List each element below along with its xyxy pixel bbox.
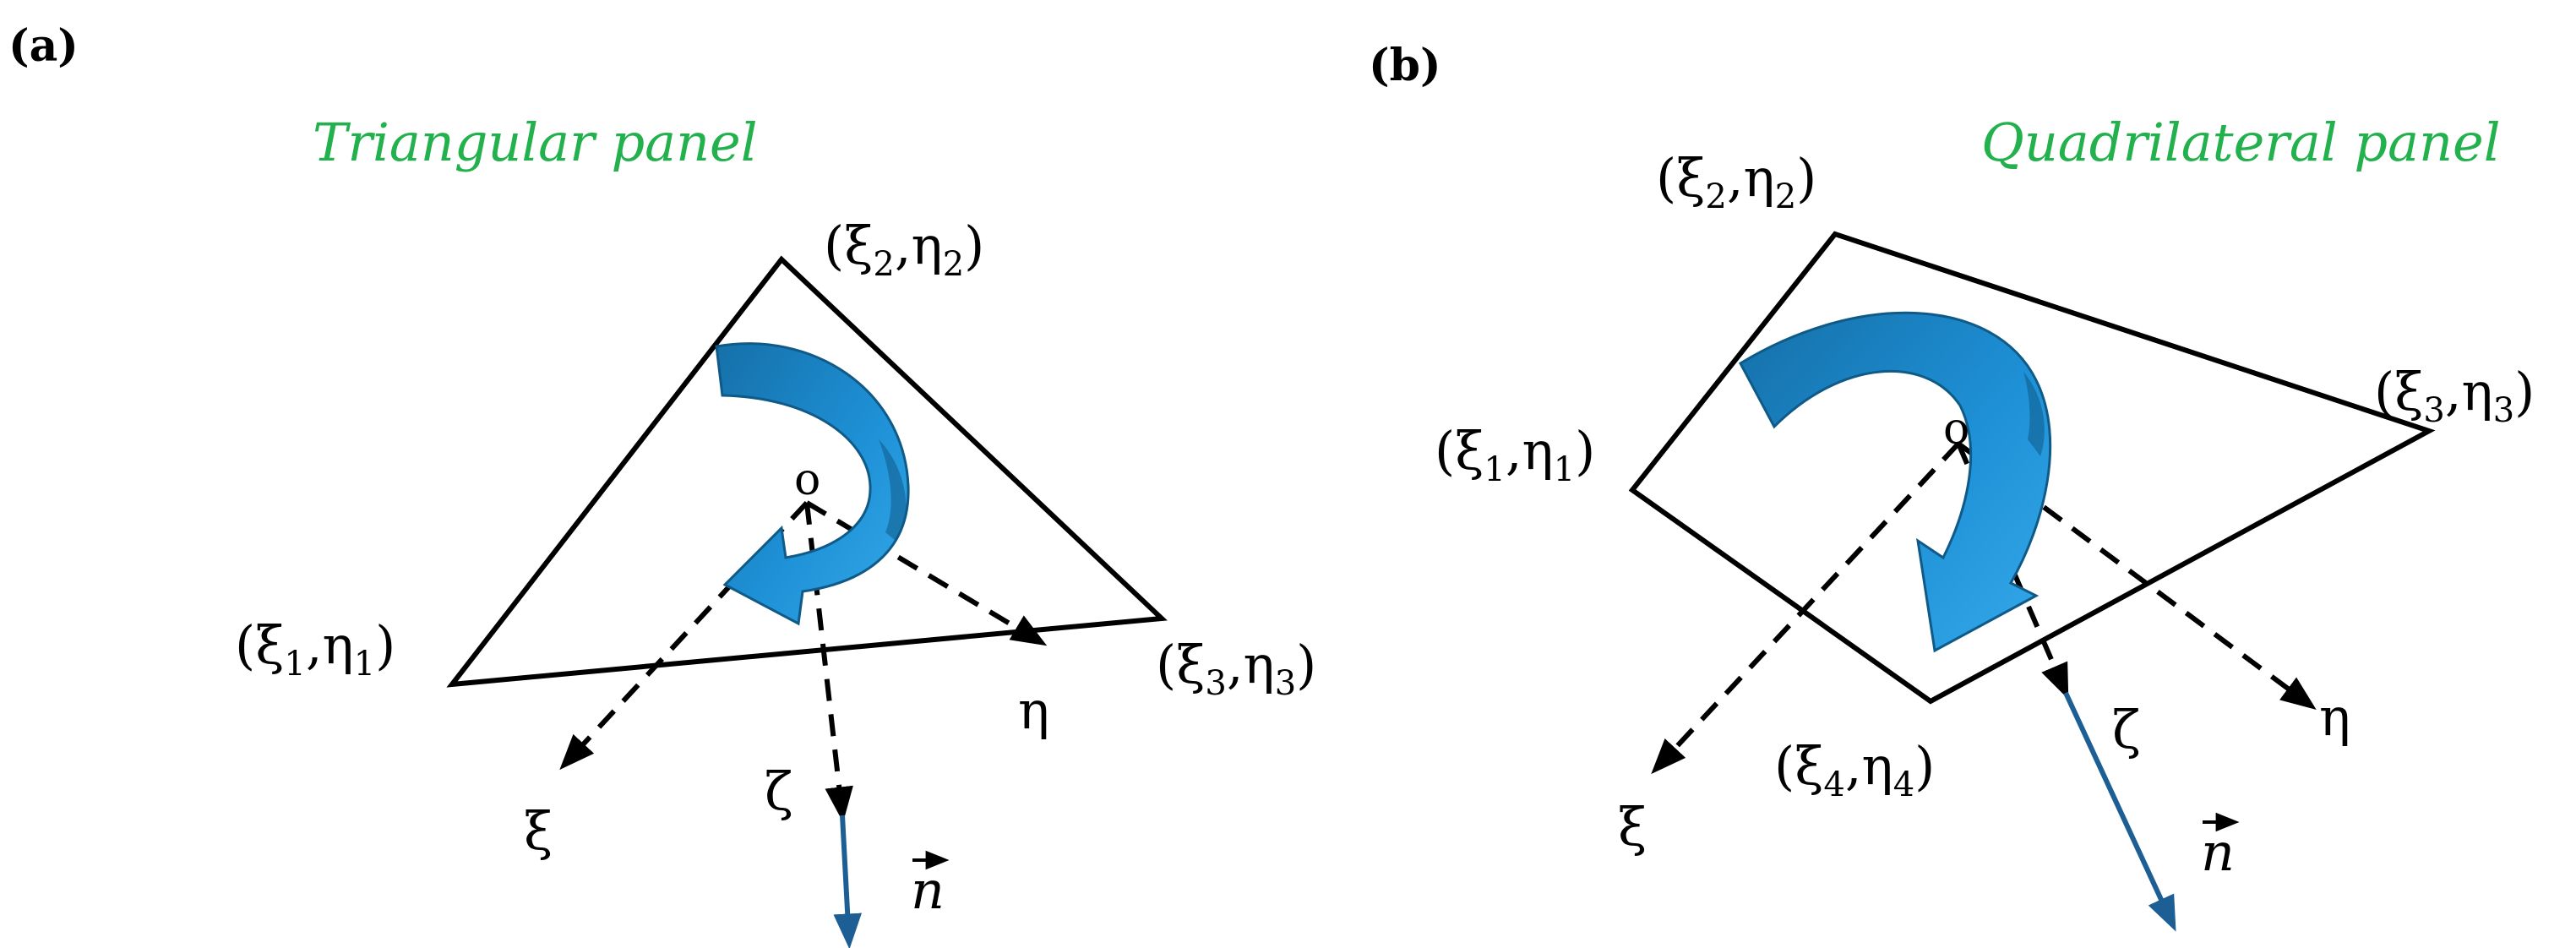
eta-axis-arrow <box>805 500 1048 646</box>
vertex-2-label: (ξ2,η2) <box>824 215 984 284</box>
eta-axis-label: η <box>2319 686 2350 748</box>
panel-b-label: (b) <box>1369 40 1441 91</box>
quadrilateral-panel-outline <box>1628 231 2436 705</box>
svg-text:n: n <box>911 859 945 921</box>
normal-vector-arrow <box>833 815 862 948</box>
origin-label: o <box>794 455 820 505</box>
zeta-axis-label: ζ <box>765 760 793 822</box>
panel-b: (b) Quadrilateral panel o (ξ2,η2) (ξ1,η1… <box>1369 40 2535 932</box>
svg-text:n: n <box>2201 821 2235 883</box>
eta-axis-label: η <box>1018 679 1049 741</box>
normal-vector-label: n <box>911 850 950 921</box>
xi-axis-arrow <box>559 500 809 771</box>
panel-a-label: (a) <box>8 20 79 72</box>
rotation-arrow-fold <box>2023 372 2045 456</box>
rotation-arrow-icon <box>715 342 910 626</box>
origin-label: o <box>1943 404 1969 455</box>
vertex-3-label: (ξ3,η3) <box>2374 361 2535 430</box>
rotation-arrow-icon <box>1739 311 2052 653</box>
panel-b-title: Quadrilateral panel <box>1981 112 2501 173</box>
xi-axis-arrow <box>1651 441 1961 775</box>
triangle-panel-outline <box>446 255 1168 688</box>
normal-vector-arrow <box>2063 691 2176 932</box>
xi-axis-label: ξ <box>1618 796 1647 858</box>
vertex-3-label: (ξ3,η3) <box>1156 634 1316 703</box>
vertex-1-label: (ξ1,η1) <box>1435 420 1595 489</box>
xi-axis-label: ξ <box>524 800 553 862</box>
vertex-4-label: (ξ4,η4) <box>1774 735 1935 804</box>
vertex-1-label: (ξ1,η1) <box>235 614 395 684</box>
rotation-arrow-fold <box>879 439 907 541</box>
panel-a: (a) Triangular panel o (ξ2,η2) (ξ1,η1) (… <box>8 20 1316 948</box>
vertex-2-label: (ξ2,η2) <box>1656 147 1816 216</box>
zeta-axis-label: ζ <box>2112 699 2141 760</box>
normal-vector-label: n <box>2201 812 2240 883</box>
panel-a-title: Triangular panel <box>313 112 758 173</box>
